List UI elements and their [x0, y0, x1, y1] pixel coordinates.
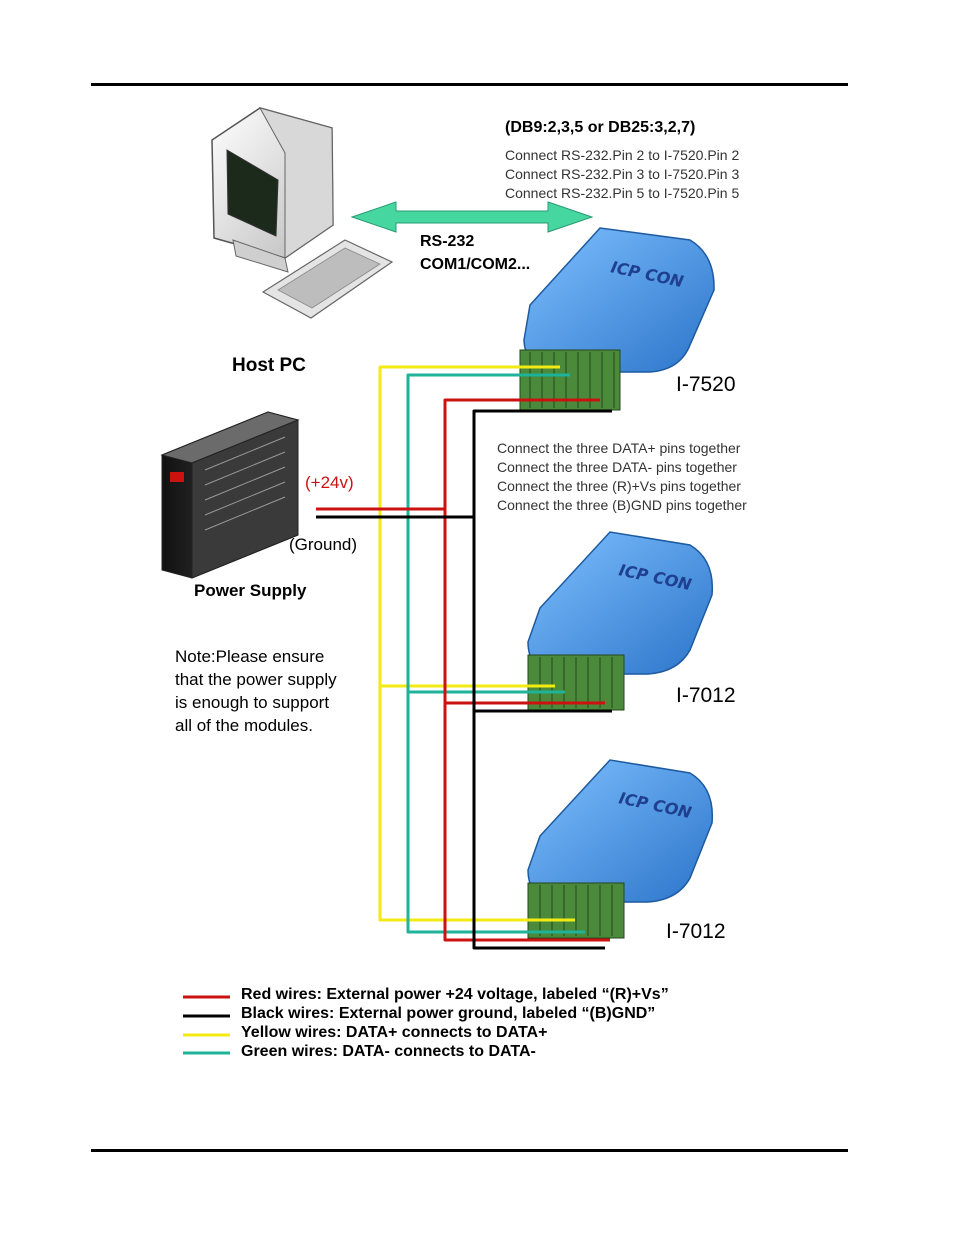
note-line-2: that the power supply	[175, 670, 337, 689]
legend-swatches	[183, 995, 230, 1055]
note-line-3: is enough to support	[175, 693, 330, 712]
com-port-label: COM1/COM2...	[420, 256, 531, 273]
module-i7012-b-label: I-7012	[666, 920, 726, 943]
module-i7012-a-label: I-7012	[676, 684, 736, 707]
connect-note-2: Connect the three DATA- pins together	[497, 459, 737, 475]
connect-note-3: Connect the three (R)+Vs pins together	[497, 478, 741, 494]
legend-yellow: Yellow wires: DATA+ connects to DATA+	[241, 1024, 548, 1041]
pin-line-1: Connect RS-232.Pin 2 to I-7520.Pin 2	[505, 147, 740, 163]
note-line-1: Note:Please ensure	[175, 647, 325, 666]
red-wire	[443, 398, 610, 942]
host-pc-icon	[211, 107, 394, 319]
power-supply-label: Power Supply	[194, 581, 307, 600]
module-i7012-b-icon: ICP CON	[527, 759, 714, 939]
yellow-wire	[378, 365, 575, 922]
connect-note-1: Connect the three DATA+ pins together	[497, 440, 741, 456]
ground-label: (Ground)	[289, 535, 358, 554]
power-supply-icon	[160, 411, 300, 579]
plus-24v-label: (+24v)	[305, 473, 354, 492]
host-pc-label: Host PC	[232, 355, 306, 376]
pin-line-2: Connect RS-232.Pin 3 to I-7520.Pin 3	[505, 166, 740, 182]
connect-note-4: Connect the three (B)GND pins together	[497, 497, 747, 513]
note-line-4: all of the modules.	[175, 716, 313, 735]
module-i7520-icon: ICP CON	[519, 227, 715, 411]
bottom-rule	[91, 1149, 848, 1152]
green-wire	[406, 373, 585, 934]
legend-green: Green wires: DATA- connects to DATA-	[241, 1043, 536, 1060]
legend-black: Black wires: External power ground, labe…	[241, 1005, 656, 1022]
module-i7012-a-icon: ICP CON	[527, 531, 714, 711]
rs232-arrow	[350, 201, 594, 233]
legend-red: Red wires: External power +24 voltage, l…	[241, 986, 669, 1003]
pin-line-3: Connect RS-232.Pin 5 to I-7520.Pin 5	[505, 185, 740, 201]
rs232-label: RS-232	[420, 233, 475, 250]
black-wire	[472, 409, 612, 950]
pins-title: (DB9:2,3,5 or DB25:3,2,7)	[505, 119, 696, 136]
module-i7520-label: I-7520	[676, 373, 736, 396]
top-rule	[91, 83, 848, 86]
